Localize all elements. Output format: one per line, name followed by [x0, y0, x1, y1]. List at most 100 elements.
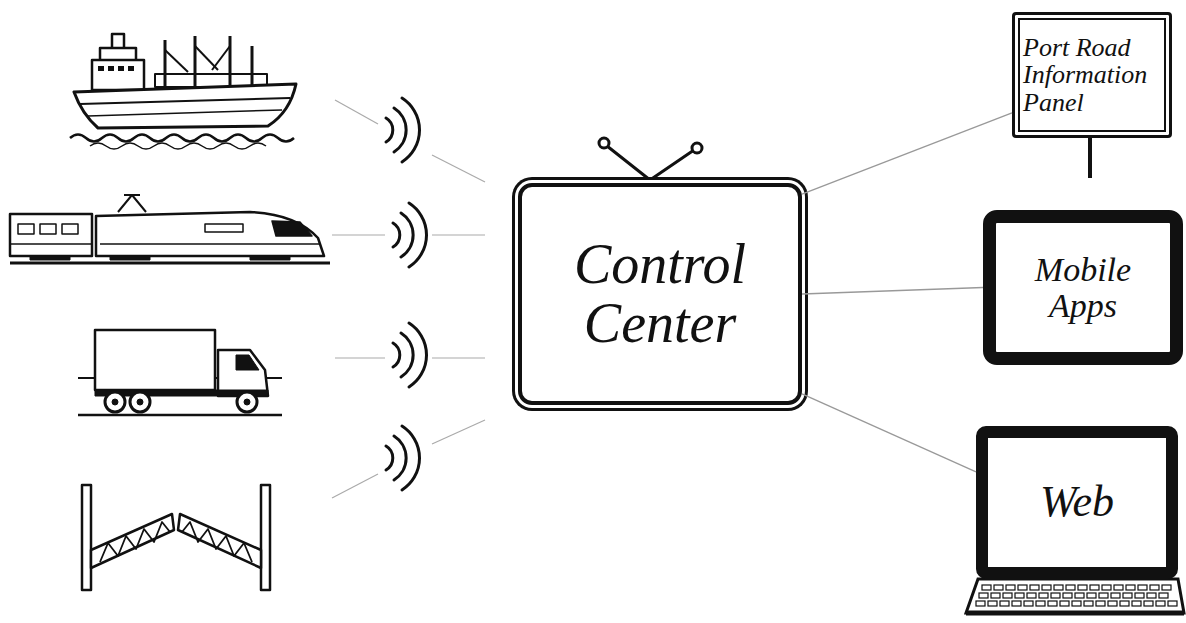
truck-illustration-part: [112, 399, 118, 405]
laptop-base-part: [1135, 593, 1144, 598]
laptop-base-part: [1159, 593, 1168, 598]
laptop-base-part: [1084, 601, 1093, 606]
truck-illustration-part: [218, 350, 268, 396]
laptop-base-part: [994, 585, 1003, 590]
laptop-base-part: [1054, 585, 1063, 590]
signal-symbol-part: [393, 223, 400, 247]
signal-symbol-part: [409, 323, 427, 387]
train-illustration-part: [118, 195, 146, 212]
laptop-base-part: [1138, 585, 1147, 590]
ship-illustration-part: [118, 66, 124, 71]
leader-line-part: [335, 100, 378, 124]
laptop-base-part: [988, 601, 997, 606]
laptop-base-part: [1048, 601, 1057, 606]
laptop-base-part: [966, 611, 1184, 616]
laptop-base-part: [1039, 593, 1048, 598]
laptop-base-part: [1075, 593, 1084, 598]
train-illustration-part: [96, 212, 324, 256]
antenna-symbol: [599, 138, 702, 180]
laptop-base-part: [1006, 585, 1015, 590]
information-panel-sign: Port Road Information Panel: [1012, 12, 1172, 138]
truck-illustration-part: [105, 392, 125, 412]
train-illustration-part: [10, 214, 92, 256]
antenna-symbol-part: [607, 146, 650, 180]
laptop-base-part: [1132, 601, 1141, 606]
node-text: Web: [1040, 479, 1114, 525]
signal-symbol-part: [394, 436, 406, 480]
ship-illustration-part: [164, 40, 167, 86]
signal-symbol-part: [402, 98, 420, 162]
laptop-base-part: [1087, 593, 1096, 598]
laptop-base-part: [1027, 593, 1036, 598]
leader-line-part: [335, 357, 385, 358]
bridge-illustration: [82, 485, 270, 590]
laptop-base-part: [976, 601, 985, 606]
laptop-base-part: [1030, 585, 1039, 590]
ship-illustration-part: [90, 143, 266, 149]
train-illustration-part: [110, 256, 150, 260]
laptop-base-part: [991, 593, 1000, 598]
truck-illustration-part: [236, 355, 259, 370]
train-illustration-part: [272, 221, 312, 236]
train-illustration-part: [100, 243, 320, 245]
laptop-base-part: [1003, 593, 1012, 598]
truck-illustration-part: [237, 392, 257, 412]
train-illustration-part: [124, 194, 140, 196]
laptop-base-part: [982, 585, 991, 590]
antenna-symbol-part: [599, 138, 609, 148]
signal-symbol-part: [393, 343, 400, 367]
laptop-base-part: [1168, 601, 1177, 606]
bridge-illustration-part: [261, 485, 270, 590]
laptop-base-part: [1051, 593, 1060, 598]
leader-line-part: [332, 474, 378, 498]
bridge-illustration-part: [178, 514, 261, 568]
ship-illustration-part: [229, 36, 232, 86]
bridge-illustration-part: [182, 522, 252, 562]
truck-illustration: [78, 330, 282, 415]
sign-pole: [1088, 138, 1092, 178]
laptop-base-part: [966, 579, 1184, 613]
laptop-base-part: [1015, 593, 1024, 598]
leader-line-part: [432, 420, 485, 444]
signal-symbol-part: [394, 108, 406, 152]
laptop-screen: Web: [976, 426, 1178, 579]
connector-line: [802, 113, 1012, 194]
laptop-base-part: [1012, 601, 1021, 606]
ship-illustration-part: [251, 46, 254, 86]
ship-illustration-part: [80, 98, 290, 104]
laptop-base-part: [1024, 601, 1033, 606]
signal-symbol-part: [402, 426, 420, 490]
node-text: Mobile Apps: [1028, 252, 1138, 323]
bridge-illustration-part: [100, 522, 170, 562]
leader-line-part: [432, 155, 485, 182]
connector-line: [802, 394, 976, 472]
train-illustration-part: [62, 224, 78, 234]
ship-illustration-part: [194, 36, 197, 86]
connector-line: [802, 288, 983, 295]
laptop-base-part: [1099, 593, 1108, 598]
train-illustration-part: [10, 262, 330, 265]
signal-symbol-part: [401, 333, 413, 377]
laptop-base-part: [1147, 593, 1156, 598]
tablet-screen: Mobile Apps: [983, 210, 1183, 365]
ship-illustration-part: [212, 46, 230, 70]
laptop-base-part: [1063, 593, 1072, 598]
laptop-base-part: [1144, 601, 1153, 606]
laptop-base-part: [1120, 601, 1129, 606]
train-illustration-part: [250, 256, 290, 260]
leader-line-part: [432, 357, 485, 358]
truck-illustration-part: [95, 330, 215, 390]
bridge-illustration-part: [82, 485, 91, 590]
signal-symbol-part: [401, 213, 413, 257]
signal-symbol: [386, 98, 427, 490]
laptop-base-part: [1123, 593, 1132, 598]
train-illustration-part: [10, 243, 92, 245]
laptop-base-part: [1078, 585, 1087, 590]
ship-illustration-part: [70, 135, 294, 142]
signal-symbol-part: [409, 203, 427, 267]
leader-line-part: [332, 234, 385, 235]
laptop-base-part: [1060, 601, 1069, 606]
ship-illustration-part: [165, 50, 188, 72]
signal-symbol-part: [386, 118, 393, 142]
